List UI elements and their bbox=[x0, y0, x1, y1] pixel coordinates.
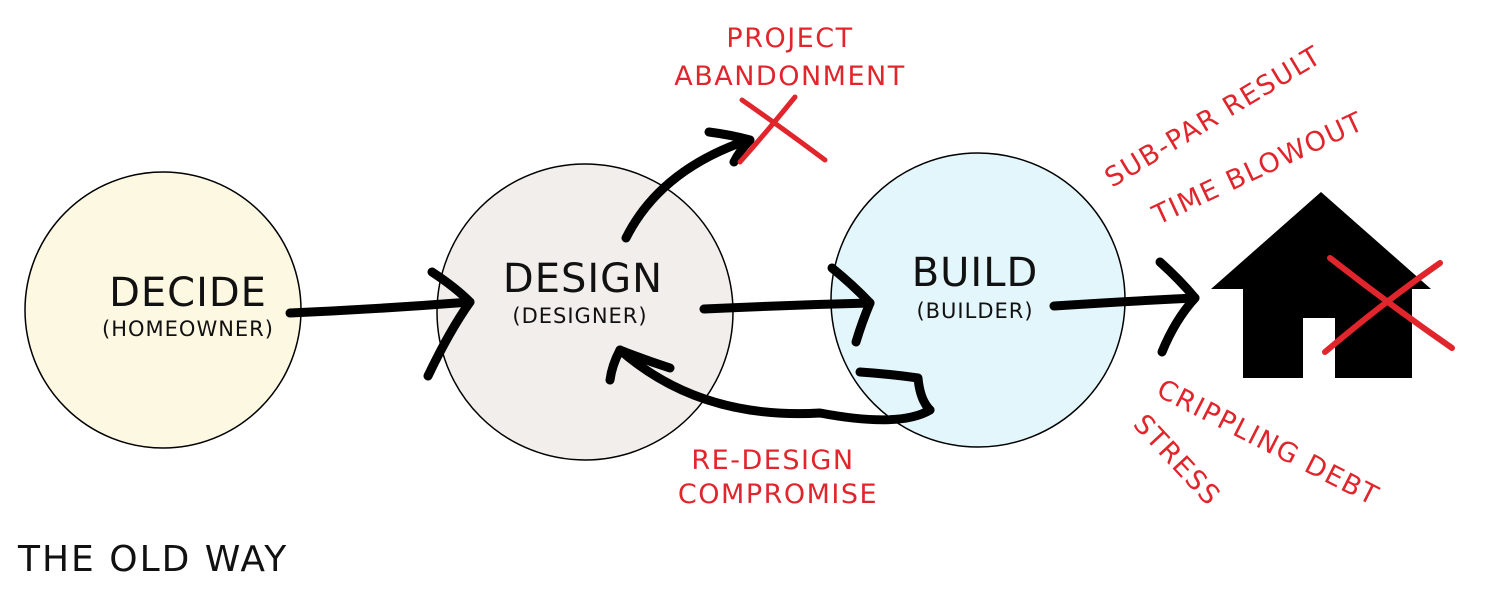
design-subtitle: (DESIGNER) bbox=[512, 304, 647, 328]
outcome-redesign: RE-DESIGN COMPROMISE bbox=[678, 445, 878, 510]
arrow-design-to-abandonment bbox=[621, 127, 755, 243]
redesign-line-1: RE-DESIGN bbox=[691, 445, 854, 476]
redesign-loop-arrow bbox=[605, 345, 935, 425]
build-subtitle: (BUILDER) bbox=[916, 299, 1033, 323]
house-red-cross-icon bbox=[1322, 255, 1455, 355]
arrow-decide-to-design bbox=[285, 267, 475, 381]
red-cross-icon bbox=[737, 94, 828, 165]
caption-old-way: THE OLD WAY bbox=[17, 539, 288, 580]
abandonment-line-1: PROJECT bbox=[726, 23, 853, 54]
redesign-line-2: COMPROMISE bbox=[678, 479, 878, 510]
house-icon bbox=[1211, 192, 1431, 378]
decide-subtitle: (HOMEOWNER) bbox=[102, 317, 274, 341]
arrow-design-to-build bbox=[699, 263, 875, 347]
decide-title: DECIDE bbox=[109, 270, 267, 316]
outcome-abandonment: PROJECT ABANDONMENT bbox=[674, 23, 905, 92]
outcome-subpar: SUB-PAR RESULT bbox=[1100, 40, 1328, 194]
design-title: DESIGN bbox=[503, 256, 663, 302]
arrow-build-to-house bbox=[1049, 257, 1200, 357]
abandonment-line-2: ABANDONMENT bbox=[674, 61, 905, 92]
build-title: BUILD bbox=[912, 250, 1039, 296]
